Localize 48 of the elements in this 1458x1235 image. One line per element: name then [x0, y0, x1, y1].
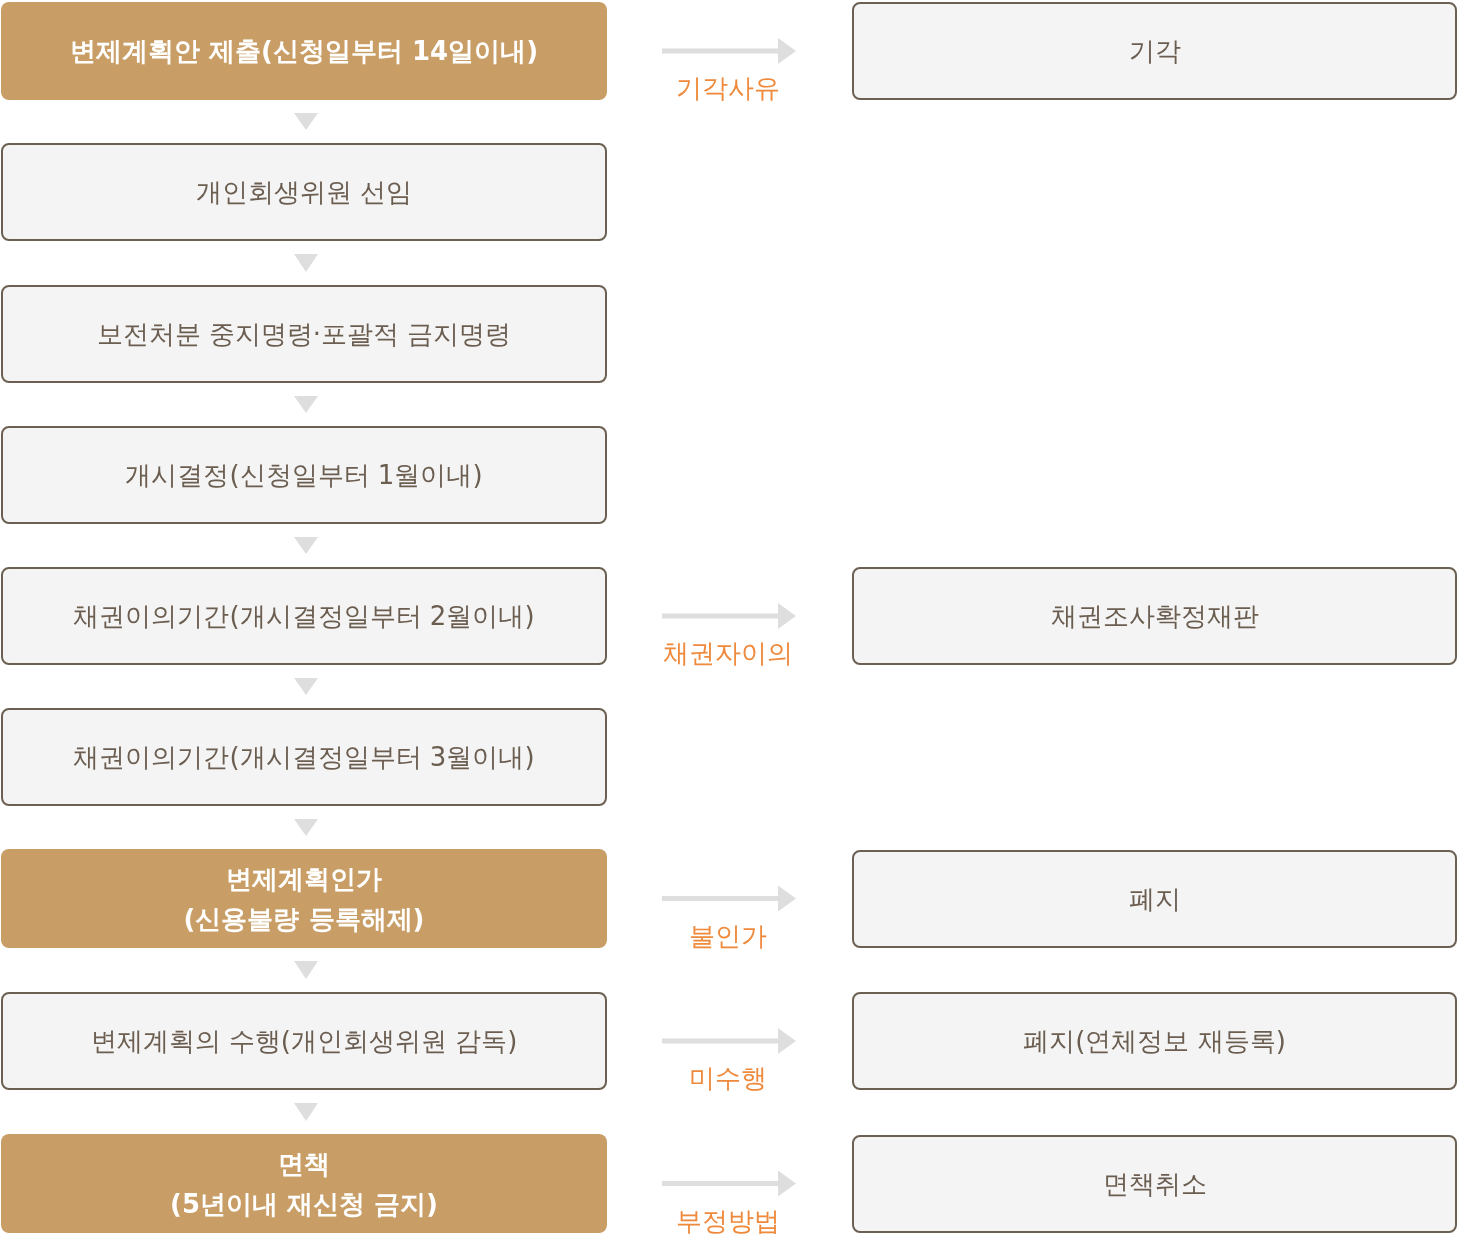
box-text: (신용불량 등록해제): [183, 902, 425, 936]
step-box: [1, 285, 607, 383]
box-text: 폐지(연체정보 재등록): [1023, 1025, 1286, 1058]
box-text: 변제계획안 제출(신청일부터 14일이내): [69, 35, 539, 68]
arrow: [662, 38, 796, 64]
box-text: 개시결정(신청일부터 1월이내): [125, 459, 483, 492]
box-text: 채권이의기간(개시결정일부터 3월이내): [73, 741, 535, 774]
arrow: [662, 603, 796, 629]
box-text: 채권이의기간(개시결정일부터 2월이내): [73, 600, 535, 633]
step-box: [1, 426, 607, 524]
edge-label: 채권자이의: [663, 637, 793, 669]
step-box: [1, 708, 607, 806]
edge-label: 미수행: [689, 1062, 767, 1094]
box-text: 채권조사확정재판: [1050, 600, 1259, 633]
step-box: [1, 992, 607, 1090]
edge-label: 부정방법: [676, 1204, 780, 1235]
box-text: 변제계획의 수행(개인회생위원 감독): [90, 1025, 518, 1058]
outcome-box: [852, 992, 1457, 1090]
arrow: [662, 885, 796, 912]
edge-label: 불인가: [689, 919, 767, 952]
arrow: [294, 254, 318, 272]
arrow: [294, 678, 318, 695]
arrow: [294, 396, 318, 413]
step-box: [1, 143, 607, 241]
outcome-box: [852, 567, 1457, 665]
box-text: 기각: [1128, 35, 1181, 68]
box-text: 보전처분 중지명령·포괄적 금지명령: [96, 318, 512, 351]
step-box: [1, 2, 607, 100]
box-text: 면책취소: [1102, 1168, 1207, 1201]
arrow: [662, 1170, 796, 1197]
arrow: [294, 113, 318, 130]
step-box: [1, 849, 607, 948]
arrow: [662, 1028, 796, 1054]
box-text: 폐지: [1128, 883, 1181, 916]
outcome-box: [852, 850, 1457, 948]
box-text: (5년이내 재신청 금지): [170, 1187, 438, 1221]
arrow: [294, 819, 318, 836]
arrow: [294, 1103, 318, 1121]
edge-label: 기각사유: [676, 72, 780, 104]
arrow: [294, 961, 318, 979]
outcome-box: [852, 2, 1457, 100]
arrow: [294, 537, 318, 554]
box-text: 면책: [278, 1147, 330, 1181]
outcome-box: [852, 1135, 1457, 1233]
step-box: [1, 1134, 607, 1233]
box-text: 개인회생위원 선임: [195, 176, 413, 209]
step-box: [1, 567, 607, 665]
box-text: 변제계획인가: [226, 862, 382, 896]
